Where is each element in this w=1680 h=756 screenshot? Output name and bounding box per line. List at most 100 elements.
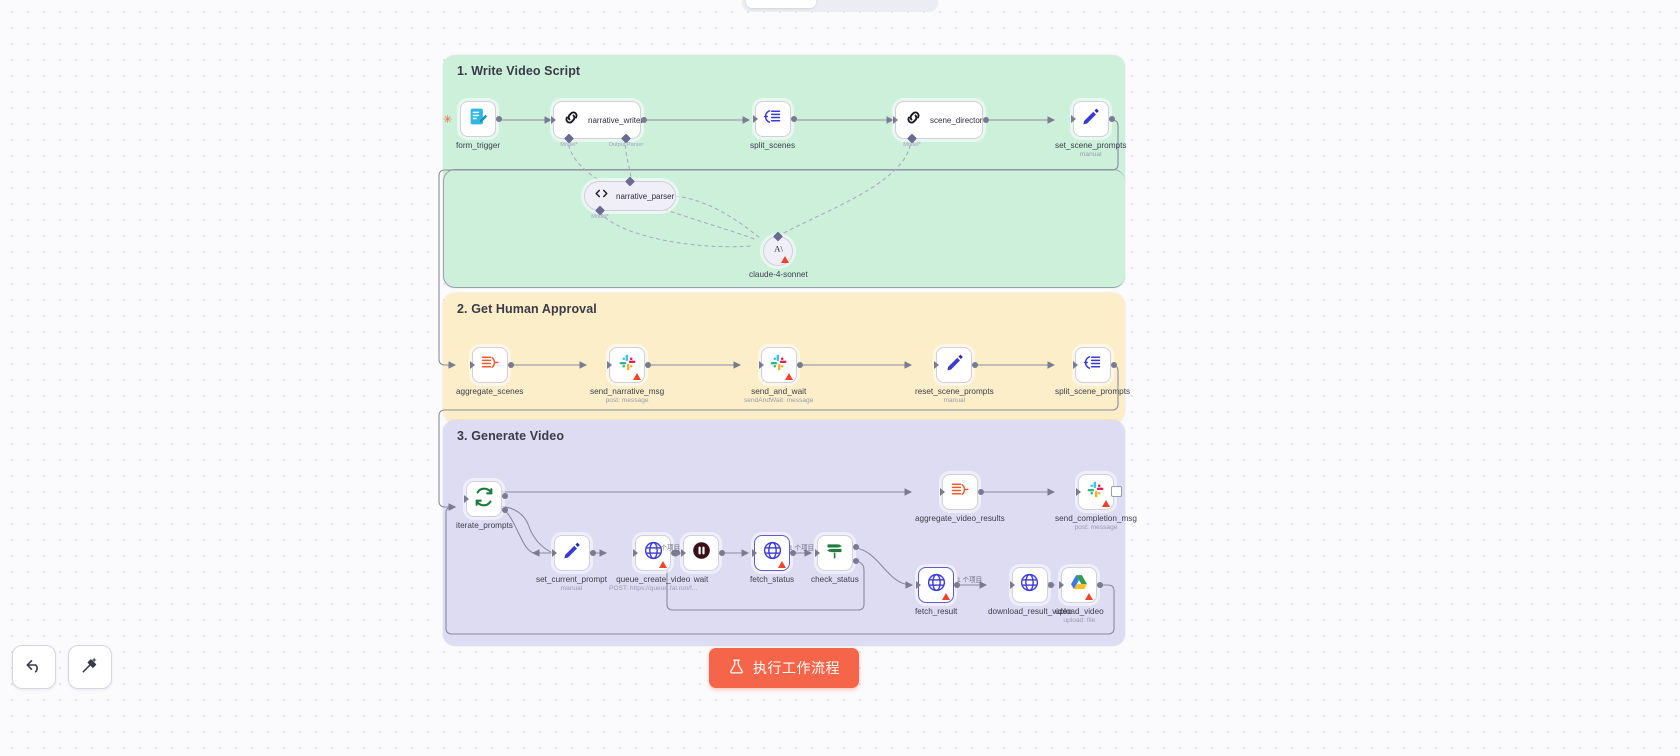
- node-set-current-prompt[interactable]: set_current_prompt manual: [536, 535, 607, 594]
- aggregate-video-results-box[interactable]: [939, 474, 984, 510]
- output-port[interactable]: [589, 550, 596, 556]
- fetch-status-box[interactable]: [752, 535, 797, 571]
- tab-editor[interactable]: 编辑器: [746, 0, 816, 8]
- undo-button[interactable]: [12, 645, 56, 689]
- iterate-prompts-box[interactable]: [464, 481, 509, 517]
- reset-scene-prompts-box[interactable]: [934, 347, 979, 383]
- input-port[interactable]: [934, 361, 940, 369]
- node-split-scenes[interactable]: split_scenes: [750, 101, 797, 151]
- download-result-video-box[interactable]: [1009, 567, 1054, 603]
- output-port[interactable]: [1097, 582, 1104, 588]
- output-port[interactable]: [671, 550, 678, 556]
- node-send-and-wait[interactable]: send_and_wait sendAndWait: message: [744, 347, 813, 406]
- aggregate-scenes-box[interactable]: [469, 347, 514, 383]
- input-port[interactable]: [758, 361, 764, 369]
- node-scene-director[interactable]: scene_director Model*: [893, 101, 989, 148]
- output-port[interactable]: [641, 117, 647, 123]
- done-output-port[interactable]: [502, 493, 509, 499]
- output-port[interactable]: [954, 582, 961, 588]
- node-reset-scene-prompts[interactable]: reset_scene_prompts manual: [915, 347, 994, 406]
- scene-director-box[interactable]: scene_director Model*: [893, 101, 989, 148]
- output-port[interactable]: [796, 362, 803, 368]
- node-check-status[interactable]: check_status: [811, 535, 859, 585]
- output-port[interactable]: [496, 116, 503, 122]
- input-port[interactable]: [464, 495, 470, 503]
- input-port[interactable]: [551, 116, 556, 124]
- cleanup-button[interactable]: [68, 645, 112, 689]
- output-port[interactable]: [719, 550, 725, 556]
- split-scene-prompts-box[interactable]: [1072, 347, 1117, 383]
- node-fetch-status[interactable]: fetch_status: [750, 535, 797, 585]
- true-output-port[interactable]: [852, 544, 859, 550]
- output-port[interactable]: [1110, 362, 1117, 368]
- output-port[interactable]: [1108, 116, 1115, 122]
- loop-output-port[interactable]: [502, 507, 509, 513]
- input-port[interactable]: [607, 361, 613, 369]
- node-download-result-video[interactable]: download_result_video: [988, 567, 1072, 617]
- input-port[interactable]: [1072, 361, 1078, 369]
- input-port[interactable]: [1009, 581, 1015, 589]
- narrative-parser-box[interactable]: narrative_parser Model*: [584, 176, 676, 220]
- node-set-scene-prompts[interactable]: set_scene_prompts manual: [1055, 101, 1126, 160]
- node-split-scene-prompts[interactable]: split_scene_prompts: [1055, 347, 1130, 397]
- node-narrative-writer[interactable]: narrative_writer Model* Output Parser: [551, 101, 647, 148]
- input-port[interactable]: [1070, 115, 1076, 123]
- output-port[interactable]: [790, 116, 797, 122]
- input-port[interactable]: [916, 581, 922, 589]
- node-upload-video[interactable]: upload_video upload: file: [1055, 567, 1104, 626]
- input-port[interactable]: [551, 549, 557, 557]
- node-aggregate-video-results[interactable]: aggregate_video_results: [915, 474, 1005, 524]
- input-port[interactable]: [633, 549, 639, 557]
- canvas-controls[interactable]: [12, 645, 112, 689]
- input-port[interactable]: [1059, 581, 1065, 589]
- tab-executions[interactable]: 执行: [818, 0, 875, 8]
- output-port[interactable]: [972, 362, 979, 368]
- node-form-trigger[interactable]: form_trigger: [456, 101, 503, 151]
- input-port[interactable]: [893, 116, 898, 124]
- execute-workflow-button[interactable]: 执行工作流程: [709, 648, 859, 688]
- form-trigger-box[interactable]: [460, 101, 503, 137]
- set-current-prompt-box[interactable]: [551, 535, 596, 571]
- input-port[interactable]: [752, 549, 758, 557]
- output-port[interactable]: [645, 362, 652, 368]
- claude-model-box[interactable]: A\: [763, 231, 794, 266]
- wait-box[interactable]: [681, 535, 725, 571]
- tab-evaluations[interactable]: 评估: [877, 0, 934, 8]
- set-scene-prompts-box[interactable]: [1070, 101, 1115, 137]
- node-aggregate-scenes[interactable]: aggregate_scenes: [456, 347, 523, 397]
- node-narrative-parser[interactable]: narrative_parser Model*: [584, 176, 676, 220]
- add-node-endpoint[interactable]: [1111, 486, 1122, 497]
- false-output-port[interactable]: [852, 558, 859, 564]
- output-port[interactable]: [1047, 582, 1054, 588]
- node-queue-create-video[interactable]: queue_create_video POST: https://queue.f…: [609, 535, 697, 594]
- node-iterate-prompts[interactable]: iterate_prompts: [456, 481, 513, 531]
- upload-video-box[interactable]: [1059, 567, 1104, 603]
- narrative-writer-box[interactable]: narrative_writer Model* Output Parser: [551, 101, 647, 148]
- input-port[interactable]: [1075, 488, 1081, 496]
- check-status-box[interactable]: [814, 535, 859, 571]
- editor-tabbar[interactable]: 编辑器 执行 评估: [742, 0, 938, 12]
- node-wait[interactable]: wait: [681, 535, 725, 585]
- split-scenes-box[interactable]: [752, 101, 797, 137]
- split-out-icon: [762, 106, 783, 132]
- input-port[interactable]: [469, 361, 475, 369]
- input-port[interactable]: [814, 549, 820, 557]
- output-port[interactable]: [983, 117, 989, 123]
- input-port[interactable]: [681, 549, 686, 557]
- output-port[interactable]: [507, 362, 514, 368]
- input-port[interactable]: [939, 488, 945, 496]
- send-narrative-msg-box[interactable]: [607, 347, 652, 383]
- node-send-narrative-msg[interactable]: send_narrative_msg post: message: [590, 347, 664, 406]
- send-completion-msg-box[interactable]: [1075, 474, 1120, 510]
- node-claude-model[interactable]: A\ claude-4-sonnet: [749, 231, 808, 280]
- output-port[interactable]: [977, 489, 984, 495]
- fetch-result-box[interactable]: [916, 567, 961, 603]
- node-fetch-result[interactable]: fetch_result: [915, 567, 961, 617]
- warning-icon: [778, 561, 787, 568]
- input-port[interactable]: [752, 115, 758, 123]
- queue-create-video-box[interactable]: [633, 535, 678, 571]
- output-port[interactable]: [790, 550, 797, 556]
- send-and-wait-box[interactable]: [758, 347, 803, 383]
- node-send-completion-msg[interactable]: send_completion_msg post: message: [1055, 474, 1137, 533]
